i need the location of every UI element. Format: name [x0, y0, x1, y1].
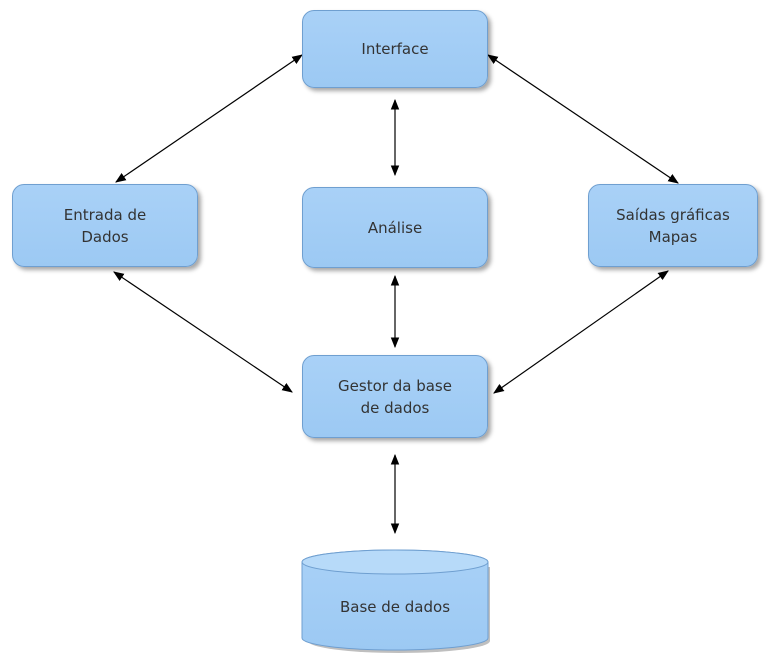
analise-label: Análise [367, 218, 423, 237]
analise-node: Análise [302, 187, 488, 268]
entrada-de-dados-node: Entrada de Dados [12, 184, 198, 267]
base-de-dados-label: Base de dados [339, 598, 451, 616]
edge-interface-entrada [115, 54, 303, 183]
interface-label: Interface [361, 40, 429, 58]
edge-saidas-gestor [493, 270, 669, 394]
edge-entrada-gestor [113, 271, 293, 393]
saidas-label-line-1: Saídas gráficas [616, 205, 730, 224]
gestor-base-dados-node: Gestor da base de dados [302, 355, 488, 438]
entrada-label-line-2: Dados [81, 227, 129, 246]
gestor-label-line-1: Gestor da base [338, 376, 452, 395]
saidas-label-line-2: Mapas [648, 227, 698, 246]
edge-interface-saidas [487, 54, 679, 184]
database-cylinder-node: Base de dados [300, 548, 490, 654]
entrada-label-line-1: Entrada de [63, 205, 147, 224]
gestor-label-line-2: de dados [360, 398, 430, 417]
database-cylinder-icon [301, 549, 490, 653]
interface-node: Interface [302, 10, 488, 88]
saidas-graficas-node: Saídas gráficas Mapas [588, 184, 758, 267]
